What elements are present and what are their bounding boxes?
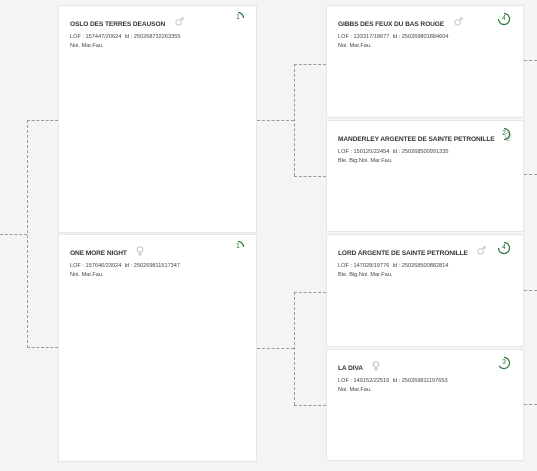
connector (294, 292, 326, 293)
registration-line: LOF : 149152/22516 Id : 250269811197653 (338, 378, 523, 384)
coat-color: Noi. Mar.Fau. (338, 43, 372, 49)
connector (0, 234, 27, 235)
connector (257, 348, 294, 349)
coat-color: Ble. Big.Noi. Mar.Fau. (338, 272, 393, 278)
badge-value: 4 (502, 15, 506, 22)
pedigree-card-dam-sire[interactable]: LORD ARGENTE DE SAINTE PETRONILLE LOF : … (326, 234, 524, 347)
female-icon (372, 360, 380, 371)
pedigree-card-dam[interactable]: ONE MORE NIGHT LOF : 157646/23024 Id : 2… (58, 234, 257, 462)
generation-badge: 2 (497, 127, 511, 141)
lof-number: LOF : 150120/22454 (338, 149, 390, 155)
generation-badge: 1 (231, 11, 245, 25)
dog-name[interactable]: MANDERLEY ARGENTEE DE SAINTE PETRONILLE (338, 136, 495, 143)
dog-name[interactable]: ONE MORE NIGHT (70, 250, 127, 257)
generation-badge: 4 (497, 241, 511, 255)
registration-line: LOF : 157646/23024 Id : 250269811517347 (70, 263, 256, 269)
lof-number: LOF : 157646/23024 (70, 263, 122, 269)
registration-line: LOF : 157447/20624 Id : 250268732263355 (70, 34, 256, 40)
pedigree-card-dam-dam[interactable]: LA DIVA LOF : 149152/22516 Id : 25026981… (326, 349, 524, 461)
generation-badge: 3 (497, 356, 511, 370)
connector (27, 120, 28, 348)
badge-value: 1 (236, 14, 240, 21)
dog-name[interactable]: GIBBS DES FEUX DU BAS ROUGE (338, 21, 445, 28)
connector (257, 120, 294, 121)
connector (294, 176, 326, 177)
connector (524, 290, 537, 291)
chip-id: Id : 250268500991335 (392, 149, 449, 155)
lof-number: LOF : 157447/20624 (70, 34, 122, 40)
registration-line: LOF : 150120/22454 Id : 250268500991335 (338, 149, 523, 155)
registration-line: LOF : 147028/19776 Id : 250268500882814 (338, 263, 523, 269)
badge-value: 2 (502, 130, 506, 137)
chip-id: Id : 250268732263355 (124, 34, 181, 40)
generation-badge: 1 (231, 240, 245, 254)
generation-badge: 4 (497, 12, 511, 26)
pedigree-card-sire-sire[interactable]: GIBBS DES FEUX DU BAS ROUGE LOF : 133317… (326, 5, 524, 118)
coat-color: Ble. Big.Noi. Mar.Fau. (338, 158, 393, 164)
registration-line: LOF : 133317/18677 Id : 250269801884604 (338, 34, 523, 40)
connector (294, 405, 326, 406)
male-icon (175, 17, 184, 26)
connector (27, 120, 58, 121)
chip-id: Id : 250268500882814 (392, 263, 449, 269)
connector (294, 64, 295, 176)
lof-number: LOF : 133317/18677 (338, 34, 390, 40)
chip-id: Id : 250269811197653 (392, 378, 448, 384)
connector (524, 174, 537, 175)
lof-number: LOF : 147028/19776 (338, 263, 390, 269)
coat-color: Noi. Mar.Fau. (338, 387, 372, 393)
connector (524, 60, 537, 61)
badge-value: 1 (236, 243, 240, 250)
dog-name[interactable]: LORD ARGENTE DE SAINTE PETRONILLE (338, 250, 468, 257)
badge-value: 3 (502, 359, 506, 366)
connector (294, 64, 326, 65)
male-icon (454, 17, 463, 26)
pedigree-card-sire-dam[interactable]: MANDERLEY ARGENTEE DE SAINTE PETRONILLE … (326, 120, 524, 232)
dog-name[interactable]: OSLO DES TERRES DEAUSON (70, 21, 166, 28)
badge-value: 4 (502, 244, 506, 251)
lof-number: LOF : 149152/22516 (338, 378, 390, 384)
coat-color: Noi. Mar.Fau. (70, 43, 104, 49)
coat-color: Noi. Mar.Fau. (70, 272, 104, 278)
female-icon (136, 245, 144, 256)
dog-name[interactable]: LA DIVA (338, 365, 363, 372)
chip-id: Id : 250269811517347 (124, 263, 181, 269)
male-icon (477, 246, 486, 255)
connector (294, 292, 295, 405)
connector (524, 404, 537, 405)
connector (27, 347, 58, 348)
pedigree-card-sire[interactable]: OSLO DES TERRES DEAUSON LOF : 157447/206… (58, 5, 257, 233)
chip-id: Id : 250269801884604 (392, 34, 449, 40)
